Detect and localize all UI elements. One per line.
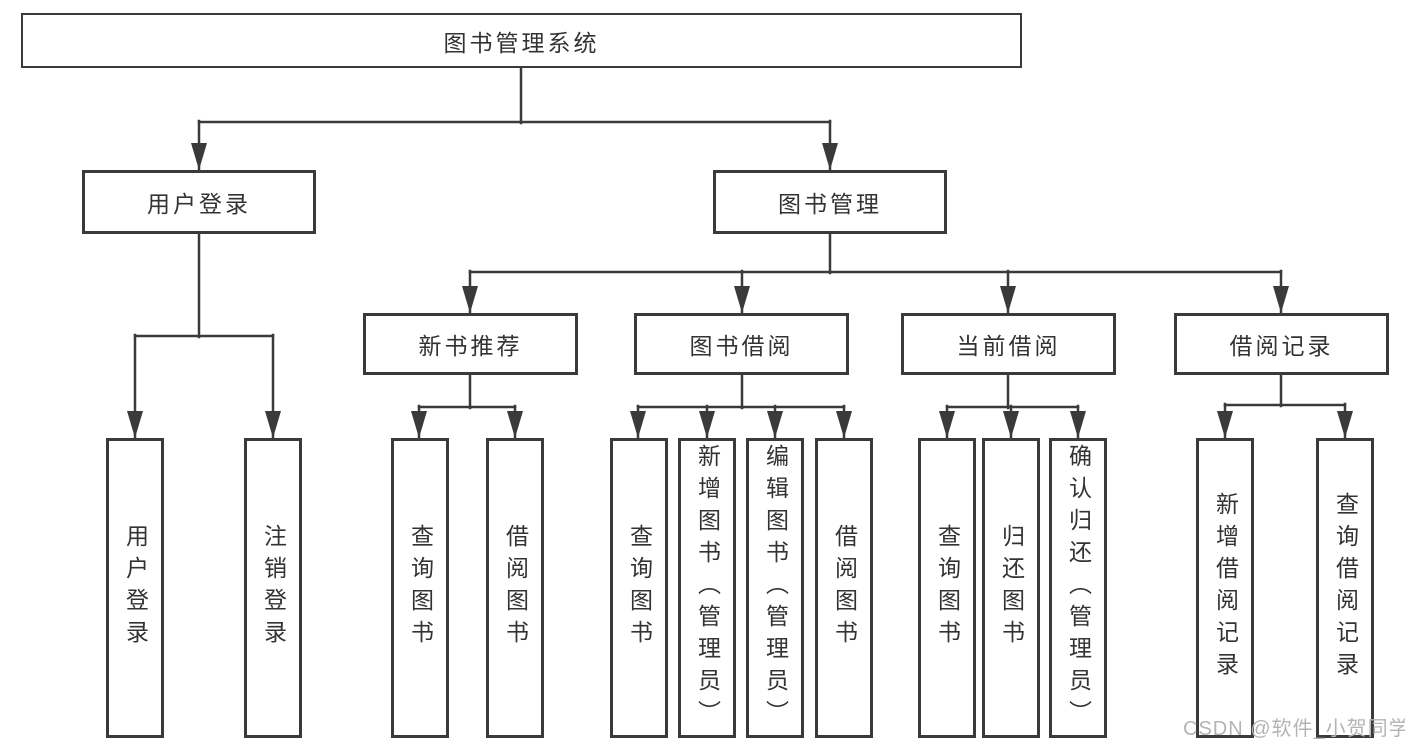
node-borrowing-records: 借阅记录 (1174, 313, 1389, 375)
node-label: 新书推荐 (418, 333, 523, 359)
node-bb-query-books: 查询图书 (610, 438, 668, 738)
node-current-borrowing: 当前借阅 (901, 313, 1116, 375)
node-new-book-recommend: 新书推荐 (363, 313, 578, 375)
node-bb-edit-books-admin: 编辑图书（管理员） (746, 438, 804, 738)
node-label: 借阅记录 (1229, 333, 1334, 359)
node-cb-confirm-return-admin: 确认归还（管理员） (1049, 438, 1107, 738)
csdn-watermark: CSDN @软件_小贺同学 (1183, 718, 1405, 740)
node-user-login: 用户登录 (82, 170, 316, 234)
node-nb-borrow-books: 借阅图书 (486, 438, 544, 738)
node-label: 查询借阅记录 (1332, 492, 1359, 684)
node-user-login-leaf: 用户登录 (106, 438, 164, 738)
node-logout-leaf: 注销登录 (244, 438, 302, 738)
node-label: 借阅图书 (831, 524, 858, 652)
node-label: 图书管理 (778, 191, 882, 217)
connector-user-login-children (127, 231, 281, 440)
node-cb-return-books: 归还图书 (982, 438, 1040, 738)
node-label: 确认归还（管理员） (1065, 444, 1092, 732)
node-bb-add-books-admin: 新增图书（管理员） (678, 438, 736, 738)
node-label: 当前借阅 (956, 333, 1061, 359)
connector-book-borrowing-children (630, 373, 852, 440)
connector-root-to-level2 (191, 66, 838, 172)
node-br-query-record: 查询借阅记录 (1316, 438, 1374, 738)
node-label: 查询图书 (626, 524, 653, 652)
node-nb-query-books: 查询图书 (391, 438, 449, 738)
node-label: 图书管理系统 (443, 29, 600, 56)
node-label: 归还图书 (998, 524, 1025, 652)
node-label: 借阅图书 (502, 524, 529, 652)
node-label: 用户登录 (147, 191, 251, 217)
node-cb-query-books: 查询图书 (918, 438, 976, 738)
connector-current-borrowing-children (939, 373, 1086, 440)
node-book-borrowing: 图书借阅 (634, 313, 849, 375)
node-book-management: 图书管理 (713, 170, 947, 234)
node-label: 查询图书 (407, 524, 434, 652)
node-label: 查询图书 (934, 524, 961, 652)
connector-book-management-children (462, 231, 1289, 315)
node-bb-borrow-books: 借阅图书 (815, 438, 873, 738)
connector-borrowing-records-children (1217, 373, 1353, 440)
node-label: 新增图书（管理员） (694, 444, 721, 732)
node-label: 用户登录 (122, 524, 149, 652)
node-label: 图书借阅 (689, 333, 794, 359)
node-library-management-system: 图书管理系统 (21, 13, 1022, 68)
node-br-add-record: 新增借阅记录 (1196, 438, 1254, 738)
connector-new-book-recommend-children (411, 373, 523, 440)
node-label: 新增借阅记录 (1212, 492, 1239, 684)
node-label: 注销登录 (260, 524, 287, 652)
node-label: 编辑图书（管理员） (762, 444, 789, 732)
